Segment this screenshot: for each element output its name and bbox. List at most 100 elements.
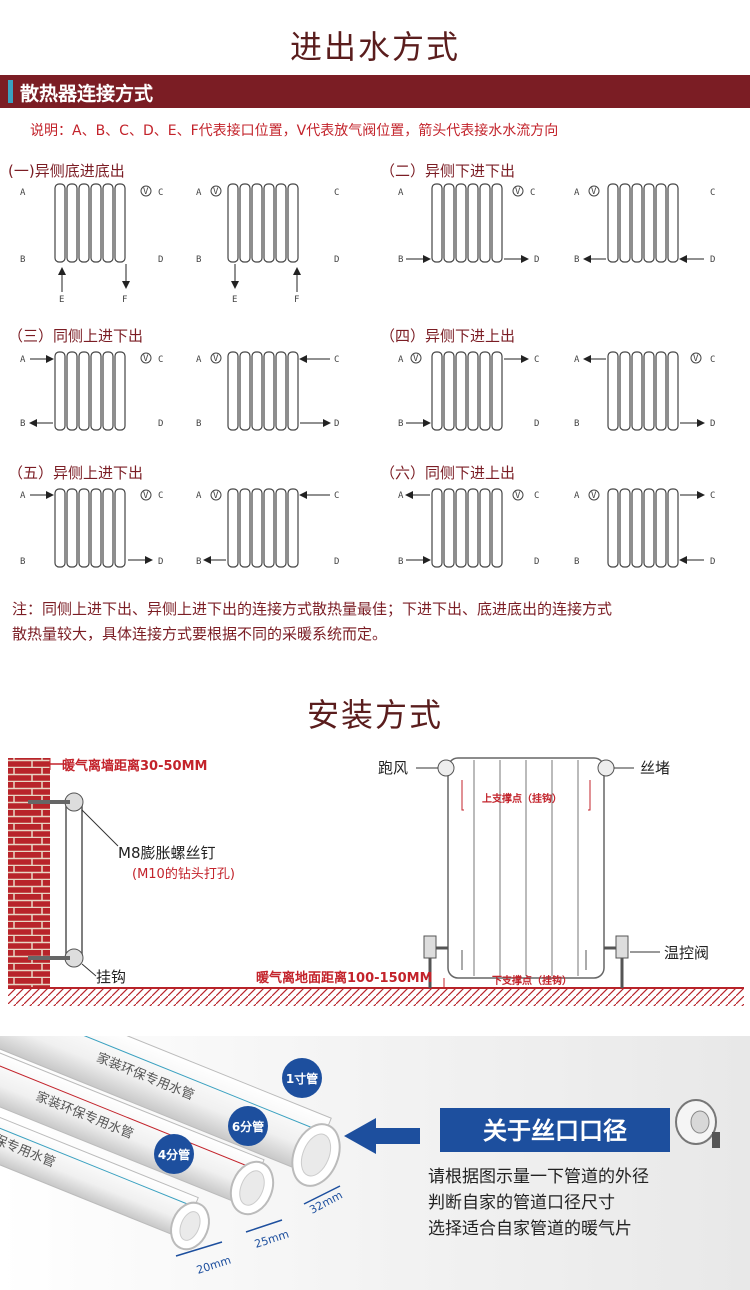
port-d: D — [534, 557, 539, 567]
tag-1cun — [282, 1058, 322, 1098]
port-d: D — [334, 557, 339, 567]
port-b: B — [574, 557, 579, 567]
diagram-title-3: （三）同侧上进下出 — [8, 327, 144, 345]
footnote-line-1: 注：同侧上进下出、异侧上进下出的连接方式散热量最佳；下进下出、底进底出的连接方式 — [12, 600, 613, 618]
footnote-line-2: 散热量较大，具体连接方式要根据不同的采暖系统而定。 — [12, 625, 388, 643]
port-c: C — [334, 355, 339, 365]
port-f: F — [122, 295, 127, 305]
diagram-5b: A V C B D — [196, 488, 339, 568]
vent-v: V — [413, 354, 419, 364]
vent-v: V — [213, 187, 219, 197]
port-d: D — [158, 557, 163, 567]
page-title: 进出水方式 — [289, 28, 460, 66]
tag-4fen-text: 4分管 — [158, 1147, 190, 1162]
upper-support-label: 上支撑点（挂钩） — [482, 792, 562, 805]
port-d: D — [158, 255, 163, 265]
pipe-heading: 关于丝口口径 — [483, 1117, 627, 1145]
install-title: 安装方式 — [306, 696, 443, 734]
port-d: D — [158, 419, 163, 429]
port-b: B — [398, 255, 403, 265]
vent-v: V — [693, 354, 699, 364]
port-b: B — [574, 419, 579, 429]
heading-badge — [440, 1108, 670, 1152]
port-c: C — [158, 188, 163, 198]
legend-note: 说明：A、B、C、D、E、F代表接口位置，V代表放气阀位置，箭头代表接水水流方向 — [30, 123, 559, 139]
port-d: D — [334, 255, 339, 265]
port-b: B — [196, 255, 201, 265]
port-e: E — [59, 295, 64, 305]
tag-6fen — [228, 1106, 268, 1146]
floor-distance-label: 暖气离地面距离100-150MM — [256, 970, 433, 986]
port-a: A — [196, 491, 202, 501]
vent-v: V — [515, 187, 521, 197]
port-c: C — [158, 491, 163, 501]
port-b: B — [20, 557, 25, 567]
diagram-6b: A V C B D — [574, 488, 715, 568]
port-a: A — [574, 355, 580, 365]
port-b: B — [398, 557, 403, 567]
port-b: B — [20, 419, 25, 429]
port-c: C — [534, 355, 539, 365]
brick-wall — [8, 758, 50, 988]
port-a: A — [398, 355, 404, 365]
tag-1cun-text: 1寸管 — [286, 1071, 318, 1086]
port-b: B — [196, 419, 201, 429]
diagram-title-4: （四）异侧下进上出 — [380, 327, 516, 345]
port-a: A — [196, 355, 202, 365]
port-c: C — [534, 491, 539, 501]
tag-6fen-text: 6分管 — [232, 1119, 264, 1134]
pipe-text-1: 请根据图示量一下管道的外径 — [428, 1167, 649, 1187]
diagram-6a: A V C B D — [398, 488, 539, 568]
port-b: B — [398, 419, 403, 429]
vent-v: V — [213, 491, 219, 501]
diagram-title-6: （六）同侧下进上出 — [380, 464, 516, 482]
diagram-title-1: (一)异侧底进底出 — [8, 162, 125, 180]
port-a: A — [574, 491, 580, 501]
wall-distance-label: 暖气离墙距离30-50MM — [62, 758, 207, 774]
bolt-note: (M10的钻头打孔) — [132, 866, 235, 882]
port-c: C — [530, 188, 535, 198]
port-d: D — [334, 419, 339, 429]
size-25mm: 25mm — [253, 1228, 291, 1251]
port-c: C — [710, 188, 715, 198]
port-a: A — [196, 188, 202, 198]
port-a: A — [398, 188, 404, 198]
port-c: C — [158, 355, 163, 365]
port-c: C — [334, 491, 339, 501]
port-a: A — [20, 188, 26, 198]
section-bar-label: 散热器连接方式 — [20, 83, 154, 105]
pointer-arrow-icon — [344, 1118, 420, 1154]
port-d: D — [534, 419, 539, 429]
pipe-text-2: 判断自家的管道口径尺寸 — [428, 1193, 615, 1213]
lower-support-label: 下支撑点（挂钩） — [492, 974, 572, 987]
pipe-text-3: 选择适合自家管道的暖气片 — [428, 1219, 632, 1239]
vent-v: V — [591, 491, 597, 501]
port-c: C — [710, 491, 715, 501]
pipe-illustration: 家装环保专用水管 家装环保专用水管 家装环保专用水管 4分管 6分管 1寸管 2… — [0, 1036, 720, 1277]
port-f: F — [294, 295, 299, 305]
port-a: A — [574, 188, 580, 198]
port-c: C — [334, 188, 339, 198]
plug-label: 丝堵 — [640, 759, 670, 777]
vent-v: V — [143, 187, 149, 197]
port-a: A — [20, 491, 26, 501]
connection-diagrams: A B C D V E F A V B C D E F A V B C D A … — [20, 183, 715, 568]
install-diagram: 暖气离墙距离30-50MM M8膨胀螺丝钉 (M10的钻头打孔) 挂钩 跑风 丝… — [8, 757, 744, 1006]
vent-v: V — [591, 187, 597, 197]
port-d: D — [710, 419, 715, 429]
ground-hatch — [8, 988, 744, 1006]
diagram-1b: A V B C D E F — [196, 183, 339, 305]
air-vent-label: 跑风 — [378, 759, 408, 777]
port-d: D — [710, 557, 715, 567]
port-d: D — [534, 255, 539, 265]
diagram-1a: A B C D V E F — [20, 183, 163, 305]
port-b: B — [20, 255, 25, 265]
diagram-3a: A V C B D — [20, 351, 163, 431]
vent-v: V — [213, 354, 219, 364]
port-b: B — [196, 557, 201, 567]
side-radiator — [65, 795, 83, 965]
valve-label: 温控阀 — [664, 944, 709, 962]
diagram-4b: A V C B D — [574, 351, 715, 431]
diagram-2a: A V B C D — [398, 183, 539, 265]
vent-v: V — [143, 491, 149, 501]
